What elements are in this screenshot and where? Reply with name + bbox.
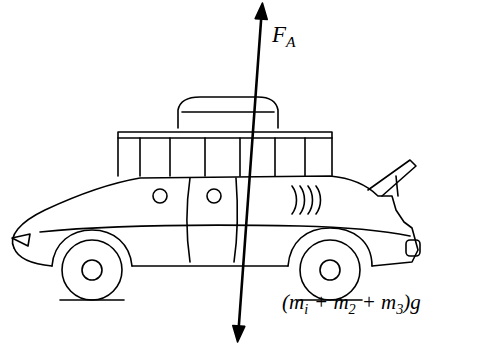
symbol-text: + m xyxy=(314,290,349,314)
vent xyxy=(300,186,305,214)
window-post xyxy=(204,138,206,176)
hubcap xyxy=(320,260,340,280)
body-stripe xyxy=(40,225,410,236)
symbol-text: )g xyxy=(403,290,421,314)
subscript: i xyxy=(304,301,308,317)
window-post xyxy=(169,138,171,176)
window-post xyxy=(239,138,241,176)
arrow-head-down xyxy=(233,326,245,342)
vent xyxy=(316,186,321,214)
roof-luggage xyxy=(178,97,278,128)
subscript: 3 xyxy=(396,301,403,317)
ground-shadow xyxy=(60,299,124,301)
car-body xyxy=(12,176,418,266)
vent xyxy=(292,186,297,214)
spoiler xyxy=(368,160,416,196)
window-post xyxy=(274,138,276,176)
roof-line xyxy=(118,137,332,139)
wheel xyxy=(62,240,122,300)
door-line xyxy=(187,178,190,262)
symbol-text: + m xyxy=(362,290,397,314)
luggage-line xyxy=(182,111,274,113)
symbol-text: (m xyxy=(282,290,304,314)
arrow-head-up xyxy=(255,3,267,19)
hubcap xyxy=(82,260,102,280)
body-bottom-front xyxy=(14,248,52,266)
porthole xyxy=(207,189,221,203)
porthole xyxy=(153,189,167,203)
force-label: FA xyxy=(272,22,296,51)
spoiler-strut xyxy=(396,176,398,196)
subscript: 2 xyxy=(349,301,356,317)
force-line xyxy=(239,17,262,328)
subscript: A xyxy=(286,33,296,50)
sill xyxy=(132,265,288,267)
headlight xyxy=(12,234,30,246)
weight-label: (mi+ m2+ m3)g xyxy=(282,290,421,318)
window-post xyxy=(139,138,141,176)
door-line xyxy=(234,178,237,262)
vent xyxy=(308,186,313,214)
window-post xyxy=(304,138,306,176)
roof-rail xyxy=(118,132,332,176)
rear-bumper xyxy=(406,240,420,256)
symbol-text: F xyxy=(272,22,286,47)
